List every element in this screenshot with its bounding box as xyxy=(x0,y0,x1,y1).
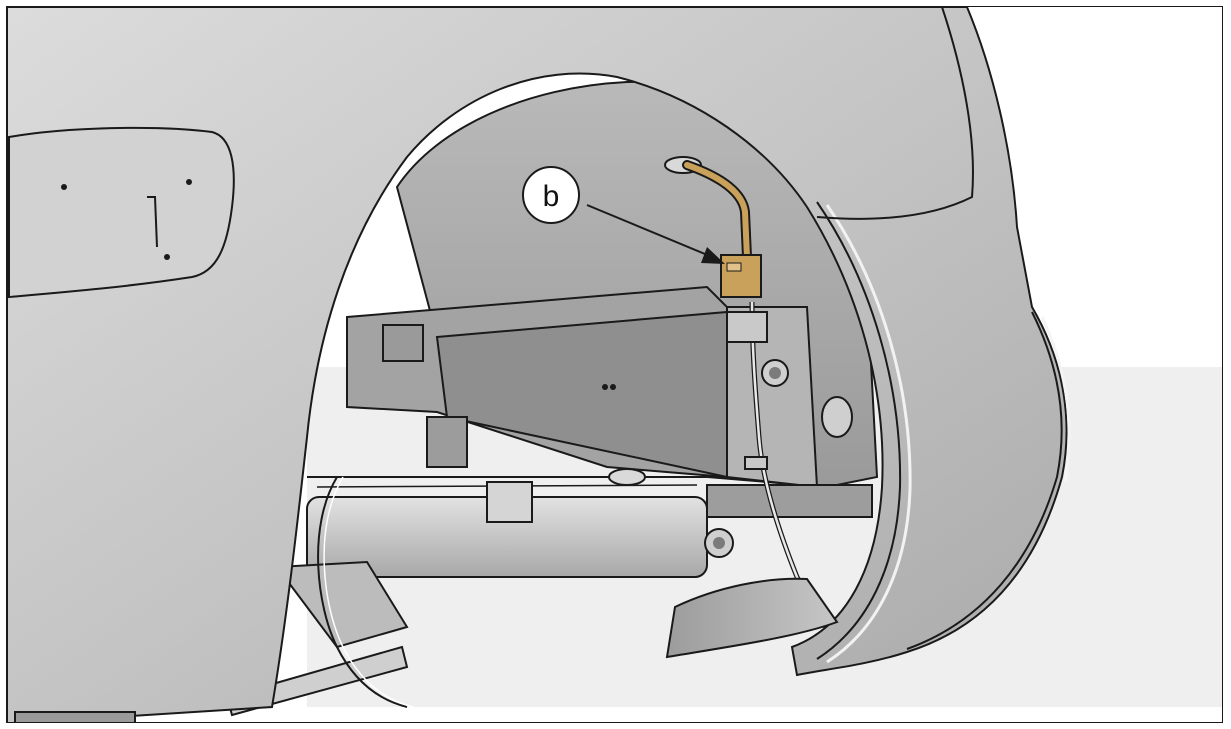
trunk-recess xyxy=(8,126,235,299)
suspension-bracket xyxy=(704,306,873,558)
highlighted-brake-hose xyxy=(664,156,762,298)
callout-leader xyxy=(586,204,718,260)
mud-flap xyxy=(665,577,839,659)
lower-brake-line xyxy=(317,476,408,708)
callout-arrowhead xyxy=(701,247,725,264)
callout-b-circle xyxy=(522,166,580,224)
bumper-lower xyxy=(906,311,1063,650)
rear-fender-body xyxy=(7,7,1068,722)
callout-b-label: b xyxy=(543,180,560,213)
panel-edge xyxy=(816,7,974,220)
vehicle-rear-wheelhouse-illustration: b xyxy=(7,7,1222,722)
illustration-frame: b xyxy=(6,6,1223,723)
grommet xyxy=(608,468,646,486)
wheel-arch-lip xyxy=(816,201,902,660)
lower-left-bracket xyxy=(14,711,136,722)
